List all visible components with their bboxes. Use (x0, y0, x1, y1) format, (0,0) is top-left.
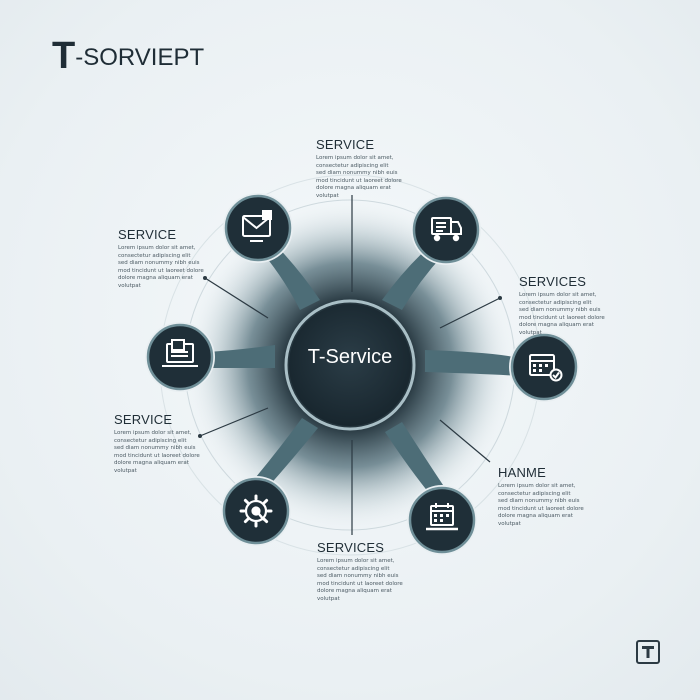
leader-upper-left (204, 277, 269, 319)
label-lower-left: SERVICE Lorem ipsum dolor sit amet, cons… (114, 412, 224, 476)
node-calendar-laptop (407, 485, 477, 555)
envelope-icon (242, 210, 272, 242)
leader-upper-right (439, 297, 501, 329)
leader-lower-left (199, 407, 269, 437)
label-bottom-title: SERVICES (317, 540, 385, 555)
label-upper-left: SERVICE Lorem ipsum dolor sit amet, cons… (118, 227, 228, 291)
connector-upper-left (262, 242, 320, 310)
hub-outer-ring (284, 299, 416, 431)
hub-label: T-Service (307, 346, 393, 368)
node-envelope (223, 193, 293, 263)
node-gear (221, 476, 291, 546)
brand-logo: T -SORVIEPT (52, 36, 204, 76)
label-bottom-body: Lorem ipsum dolor sit amet, consectetur … (317, 558, 403, 602)
label-lower-right: HANME Lorem ipsum dolor sit amet, consec… (498, 465, 608, 529)
label-top-title: SERVICE (316, 137, 375, 152)
label-upper-right: SERVICES Lorem ipsum dolor sit amet, con… (519, 274, 629, 338)
label-lower-left-body: Lorem ipsum dolor sit amet, consectetur … (114, 430, 200, 474)
leader-dot-upper-right (498, 296, 502, 300)
label-bottom: SERVICES Lorem ipsum dolor sit amet, con… (317, 540, 427, 604)
leader-dot-lower-left (198, 434, 202, 438)
connector-lower-left (256, 418, 318, 487)
label-lower-left-title: SERVICE (114, 412, 173, 427)
logo-letter: T (52, 35, 75, 77)
label-upper-right-body: Lorem ipsum dolor sit amet, consectetur … (519, 292, 605, 336)
logo-wordmark: -SORVIEPT (75, 44, 205, 71)
connector-upper-right (382, 244, 443, 310)
node-calendar-check (509, 332, 579, 402)
label-upper-left-body: Lorem ipsum dolor sit amet, consectetur … (118, 245, 204, 289)
delivery-truck-icon (431, 217, 462, 242)
label-top-body: Lorem ipsum dolor sit amet, consectetur … (316, 155, 402, 199)
corner-t-logo-icon (636, 640, 660, 664)
calendar-laptop-icon (426, 503, 458, 531)
node-laptop-document (145, 322, 215, 392)
label-lower-right-body: Lorem ipsum dolor sit amet, consectetur … (498, 483, 584, 527)
leader-dot-upper-left (203, 276, 207, 280)
label-upper-left-title: SERVICE (118, 227, 177, 242)
label-upper-right-title: SERVICES (519, 274, 587, 289)
connector-left (208, 345, 275, 368)
connector-right (425, 350, 520, 376)
laptop-document-icon (162, 339, 198, 367)
gear-icon (239, 494, 273, 528)
calendar-check-icon (529, 354, 563, 382)
label-lower-right-title: HANME (498, 465, 546, 480)
node-truck (411, 195, 481, 265)
hub-circle (289, 304, 411, 426)
leader-lower-right (439, 419, 491, 463)
connector-lower-right (385, 422, 445, 498)
label-top: SERVICE Lorem ipsum dolor sit amet, cons… (316, 137, 426, 201)
